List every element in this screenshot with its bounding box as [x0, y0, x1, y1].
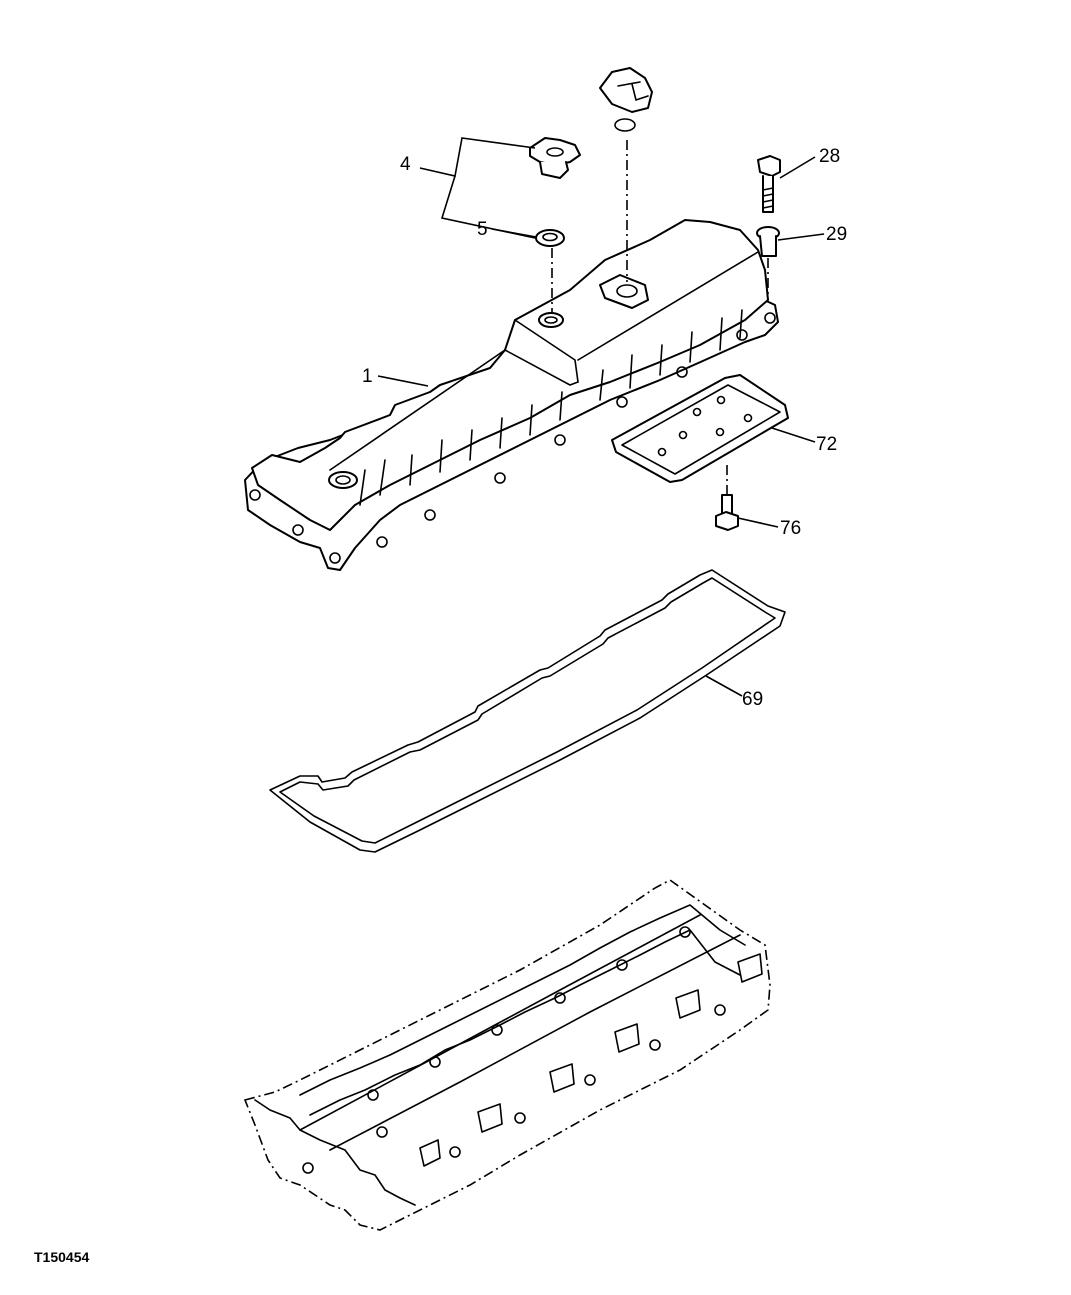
leader-5 — [491, 228, 537, 238]
callout-69: 69 — [742, 689, 763, 710]
leader-28 — [779, 156, 816, 179]
leader-4 — [419, 137, 536, 177]
plate-bolt — [715, 494, 739, 531]
callout-72: 72 — [816, 434, 837, 455]
breather-valve — [599, 67, 653, 132]
bolt-spacer — [756, 226, 780, 257]
seal-ring — [535, 229, 565, 247]
figure-id: T150454 — [34, 1249, 89, 1265]
callout-28: 28 — [819, 146, 840, 167]
cover-plate — [611, 374, 789, 483]
leader-72 — [771, 427, 816, 443]
cylinder-head — [243, 879, 771, 1231]
callout-4: 4 — [400, 154, 411, 175]
rocker-arm-cover — [244, 219, 779, 571]
callout-29: 29 — [826, 224, 847, 245]
leader-1 — [377, 375, 429, 387]
callout-1: 1 — [362, 366, 373, 387]
filler-cap — [529, 137, 581, 179]
cover-gasket — [269, 569, 786, 853]
leader-29 — [777, 233, 825, 241]
callout-5: 5 — [477, 219, 488, 240]
cover-bolt — [757, 155, 781, 213]
leader-4-5 — [440, 175, 536, 239]
callout-76: 76 — [780, 518, 801, 539]
leader-76 — [737, 517, 779, 528]
leader-69 — [705, 675, 743, 697]
